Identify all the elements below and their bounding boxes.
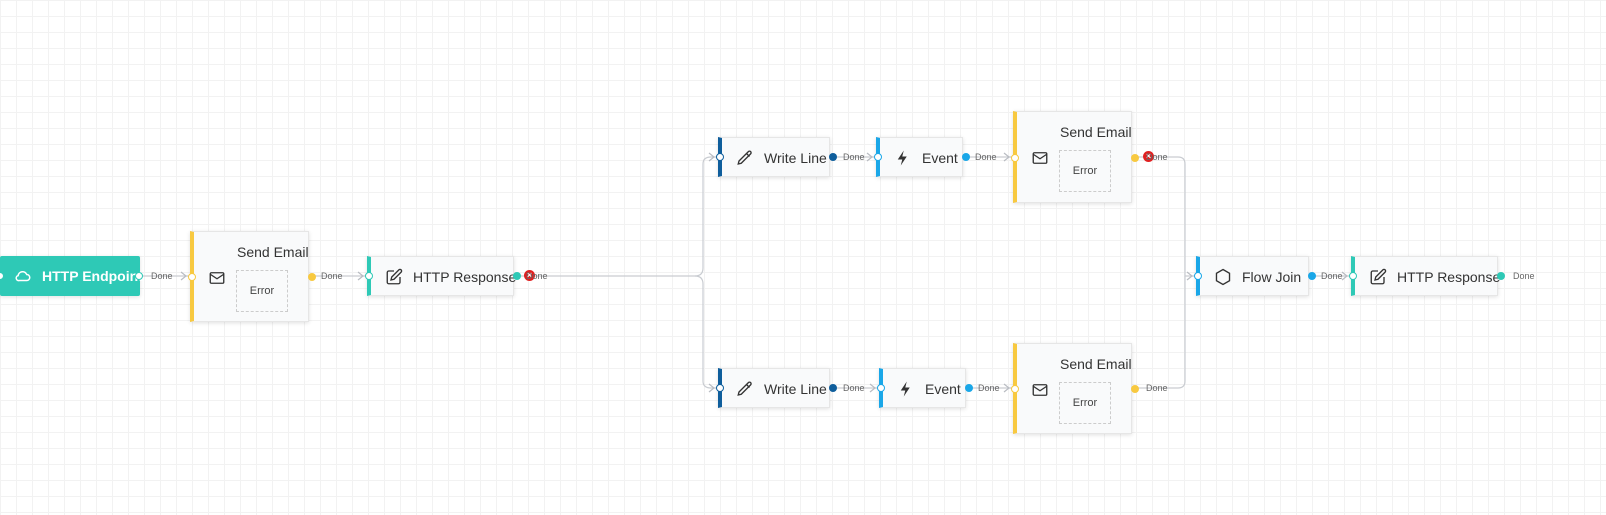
- output-port[interactable]: [1131, 154, 1139, 162]
- mail-icon: [1031, 381, 1049, 399]
- wire-response-split-bottom: [694, 275, 718, 389]
- outcome-label: Done: [321, 271, 343, 281]
- node-title: Write Line: [764, 150, 827, 166]
- error-icon: ×: [1143, 151, 1154, 162]
- arrowhead: [708, 152, 715, 162]
- outcome-label: Done: [1513, 271, 1535, 281]
- node-title: Event: [925, 381, 961, 397]
- input-port[interactable]: [716, 384, 724, 392]
- arrowhead: [1186, 271, 1193, 281]
- arrowhead: [1341, 271, 1348, 281]
- wire-email-join-top: [1132, 156, 1196, 277]
- outcome-label: Done: [1146, 152, 1168, 162]
- output-port[interactable]: [1308, 272, 1316, 280]
- node-http-response[interactable]: HTTP Response: [1349, 256, 1505, 296]
- output-port[interactable]: [965, 384, 973, 392]
- node-title: Write Line: [764, 381, 827, 397]
- node-http-endpoint[interactable]: HTTP Endpoint: [0, 256, 143, 296]
- output-port[interactable]: [135, 272, 143, 280]
- input-port[interactable]: [1194, 272, 1202, 280]
- node-title: HTTP Response: [1397, 269, 1501, 285]
- node-send-email[interactable]: Send Email Error: [1011, 343, 1139, 434]
- error-outcome-box[interactable]: Error: [1059, 382, 1111, 424]
- outcome-label: Done: [151, 271, 173, 281]
- output-port[interactable]: [308, 273, 316, 281]
- mail-icon: [1031, 149, 1049, 167]
- outcome-label: Done: [1321, 271, 1343, 281]
- outcome-label: Done: [843, 383, 865, 393]
- node-title: HTTP Endpoint: [42, 268, 143, 284]
- arrowhead: [357, 271, 364, 281]
- wire-email-join-bottom: [1132, 276, 1186, 389]
- error-outcome-box[interactable]: Error: [1059, 150, 1111, 192]
- outcome-label: Done: [1146, 383, 1168, 393]
- bolt-icon: [897, 380, 915, 398]
- output-port[interactable]: [513, 272, 521, 280]
- input-port[interactable]: [365, 272, 373, 280]
- node-flow-join[interactable]: Flow Join: [1194, 256, 1316, 296]
- edit-icon: [385, 268, 403, 286]
- arrowhead: [180, 271, 187, 281]
- hexagon-icon: [1214, 268, 1232, 286]
- cloud-icon: [14, 267, 32, 285]
- input-port[interactable]: [1349, 272, 1357, 280]
- node-event[interactable]: Event: [877, 368, 973, 408]
- node-write-line[interactable]: Write Line: [716, 137, 837, 177]
- pencil-icon: [736, 380, 754, 398]
- arrowhead: [866, 152, 873, 162]
- input-port[interactable]: [874, 153, 882, 161]
- node-title: HTTP Response: [413, 269, 517, 285]
- arrowhead: [708, 383, 715, 393]
- node-event[interactable]: Event: [874, 137, 970, 177]
- node-write-line[interactable]: Write Line: [716, 368, 837, 408]
- outcome-label: Done: [978, 383, 1000, 393]
- node-send-email[interactable]: Send Email Error: [1011, 111, 1139, 203]
- output-port[interactable]: [962, 153, 970, 161]
- node-title: Send Email: [1060, 124, 1132, 140]
- outcome-label: Done: [843, 152, 865, 162]
- output-port[interactable]: [829, 384, 837, 392]
- input-port[interactable]: [0, 272, 4, 280]
- outcome-label: Done: [975, 152, 997, 162]
- output-port[interactable]: [1497, 272, 1505, 280]
- node-title: Send Email: [237, 244, 309, 260]
- node-title: Flow Join: [1242, 269, 1302, 285]
- mail-icon: [208, 269, 226, 287]
- arrowhead: [869, 383, 876, 393]
- outcome-label: Done: [526, 271, 548, 281]
- node-http-response[interactable]: HTTP Response: [365, 256, 521, 296]
- input-port[interactable]: [188, 273, 196, 281]
- output-port[interactable]: [829, 153, 837, 161]
- wire-response-split-top: [514, 156, 718, 277]
- error-icon: ×: [524, 270, 535, 281]
- pencil-icon: [736, 149, 754, 167]
- bolt-icon: [894, 149, 912, 167]
- node-title: Event: [922, 150, 958, 166]
- edit-icon: [1369, 268, 1387, 286]
- input-port[interactable]: [1011, 154, 1019, 162]
- node-send-email[interactable]: Send Email Error: [188, 231, 316, 322]
- arrowhead: [1003, 152, 1010, 162]
- input-port[interactable]: [877, 384, 885, 392]
- arrowhead: [1003, 383, 1010, 393]
- input-port[interactable]: [716, 153, 724, 161]
- node-title: Send Email: [1060, 356, 1132, 372]
- error-outcome-box[interactable]: Error: [236, 270, 288, 312]
- output-port[interactable]: [1131, 385, 1139, 393]
- input-port[interactable]: [1011, 385, 1019, 393]
